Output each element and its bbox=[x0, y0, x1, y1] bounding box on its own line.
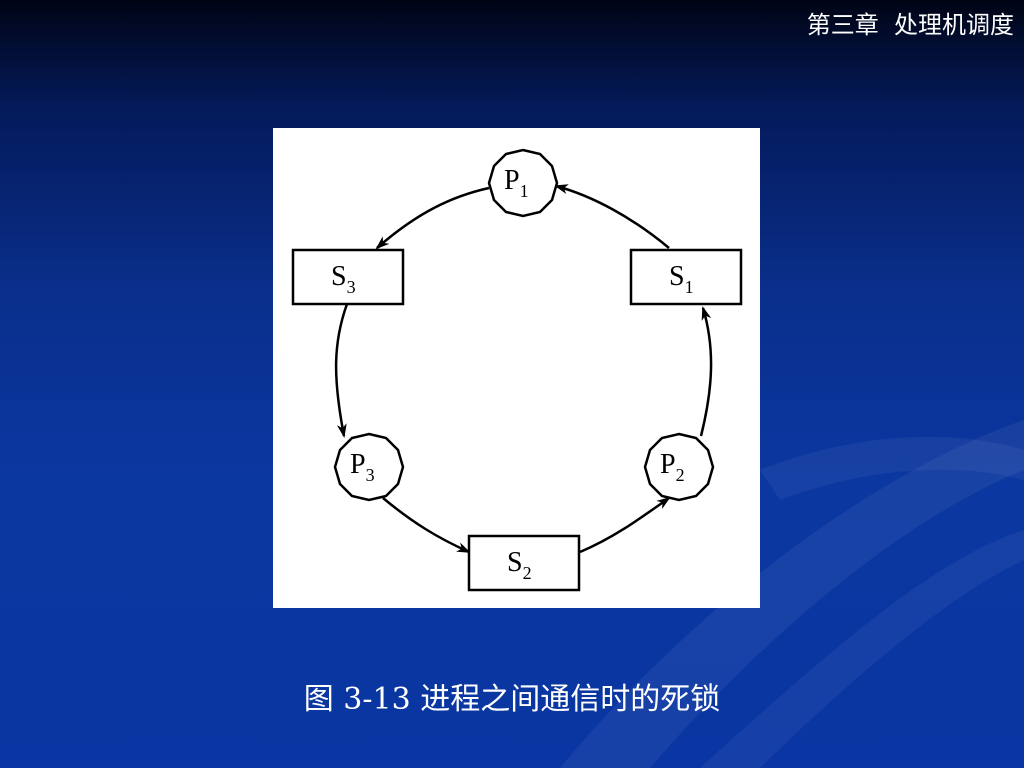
resource-node-s2 bbox=[467, 534, 581, 592]
label-s2: S2 bbox=[507, 547, 532, 584]
label-p2: P2 bbox=[660, 449, 685, 486]
edge-p3-to-s2 bbox=[382, 497, 471, 554]
resource-node-s1 bbox=[629, 248, 743, 306]
chapter-title: 第三章 处理机调度 bbox=[806, 11, 1014, 39]
edge-p1-to-s3 bbox=[375, 186, 490, 250]
label-s3: S3 bbox=[331, 261, 356, 298]
process-node-p3 bbox=[333, 432, 405, 502]
label-p1: P1 bbox=[504, 165, 529, 202]
edge-s3-to-p3 bbox=[334, 303, 349, 438]
edge-s1-to-p1 bbox=[554, 184, 670, 249]
resource-node-s3 bbox=[291, 248, 405, 306]
label-s1: S1 bbox=[669, 261, 694, 298]
deadlock-diagram: P1 P3 P2 S3 S1 S2 bbox=[273, 128, 760, 608]
figure-caption: 图 3-13 进程之间通信时的死锁 bbox=[303, 682, 721, 717]
diagram-graph bbox=[291, 148, 743, 592]
label-p3: P3 bbox=[350, 449, 375, 486]
edge-s2-to-p2 bbox=[579, 496, 671, 554]
process-node-p2 bbox=[643, 432, 715, 502]
process-node-p1 bbox=[487, 148, 559, 218]
edge-p2-to-s1 bbox=[699, 306, 713, 437]
